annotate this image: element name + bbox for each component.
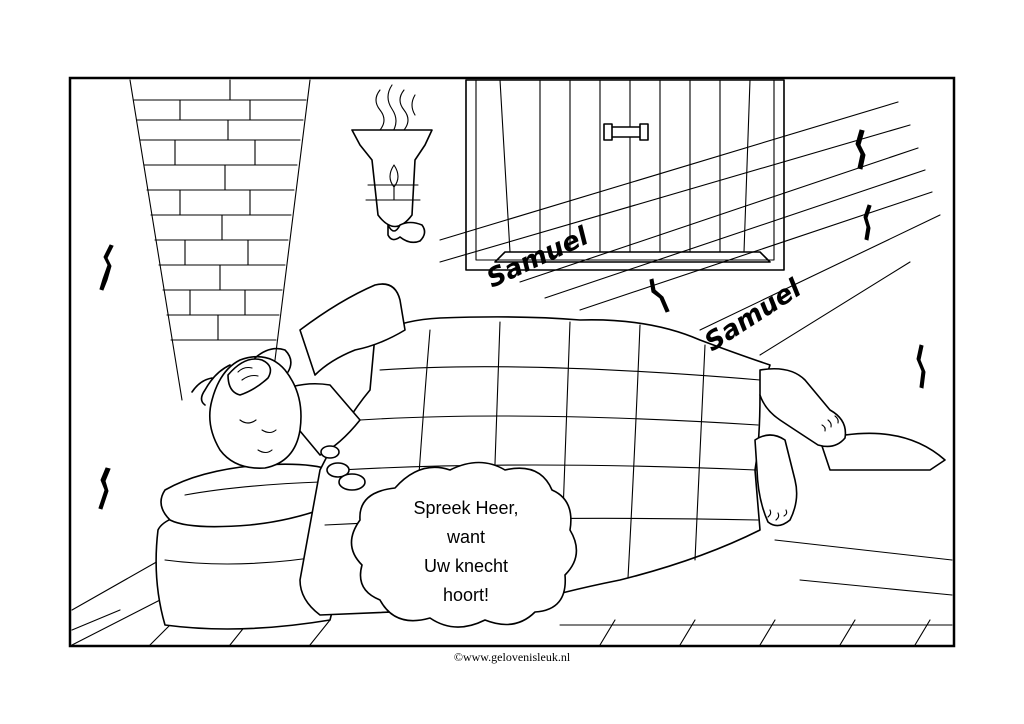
thought-dots [320, 445, 366, 491]
speech-line-1: Spreek Heer, [413, 498, 518, 518]
speech-line-3: Uw knecht [424, 556, 508, 576]
boy-feet [754, 367, 847, 527]
floor-tiles [71, 539, 953, 646]
copyright-credit: ©www.gelovenisleuk.nl [453, 650, 571, 664]
speech-line-4: hoort! [443, 585, 489, 605]
barred-window [465, 79, 785, 271]
speech-line-2: want [446, 527, 485, 547]
speech-bubble [350, 461, 578, 628]
brick-pillar [129, 79, 311, 401]
light-rays [439, 101, 941, 356]
sleeping-boy [191, 283, 406, 469]
speech-bubble-text: Spreek Heer, want Uw knecht hoort! [413, 498, 518, 605]
oil-lamp [351, 84, 433, 244]
wall-cracks [98, 129, 926, 510]
